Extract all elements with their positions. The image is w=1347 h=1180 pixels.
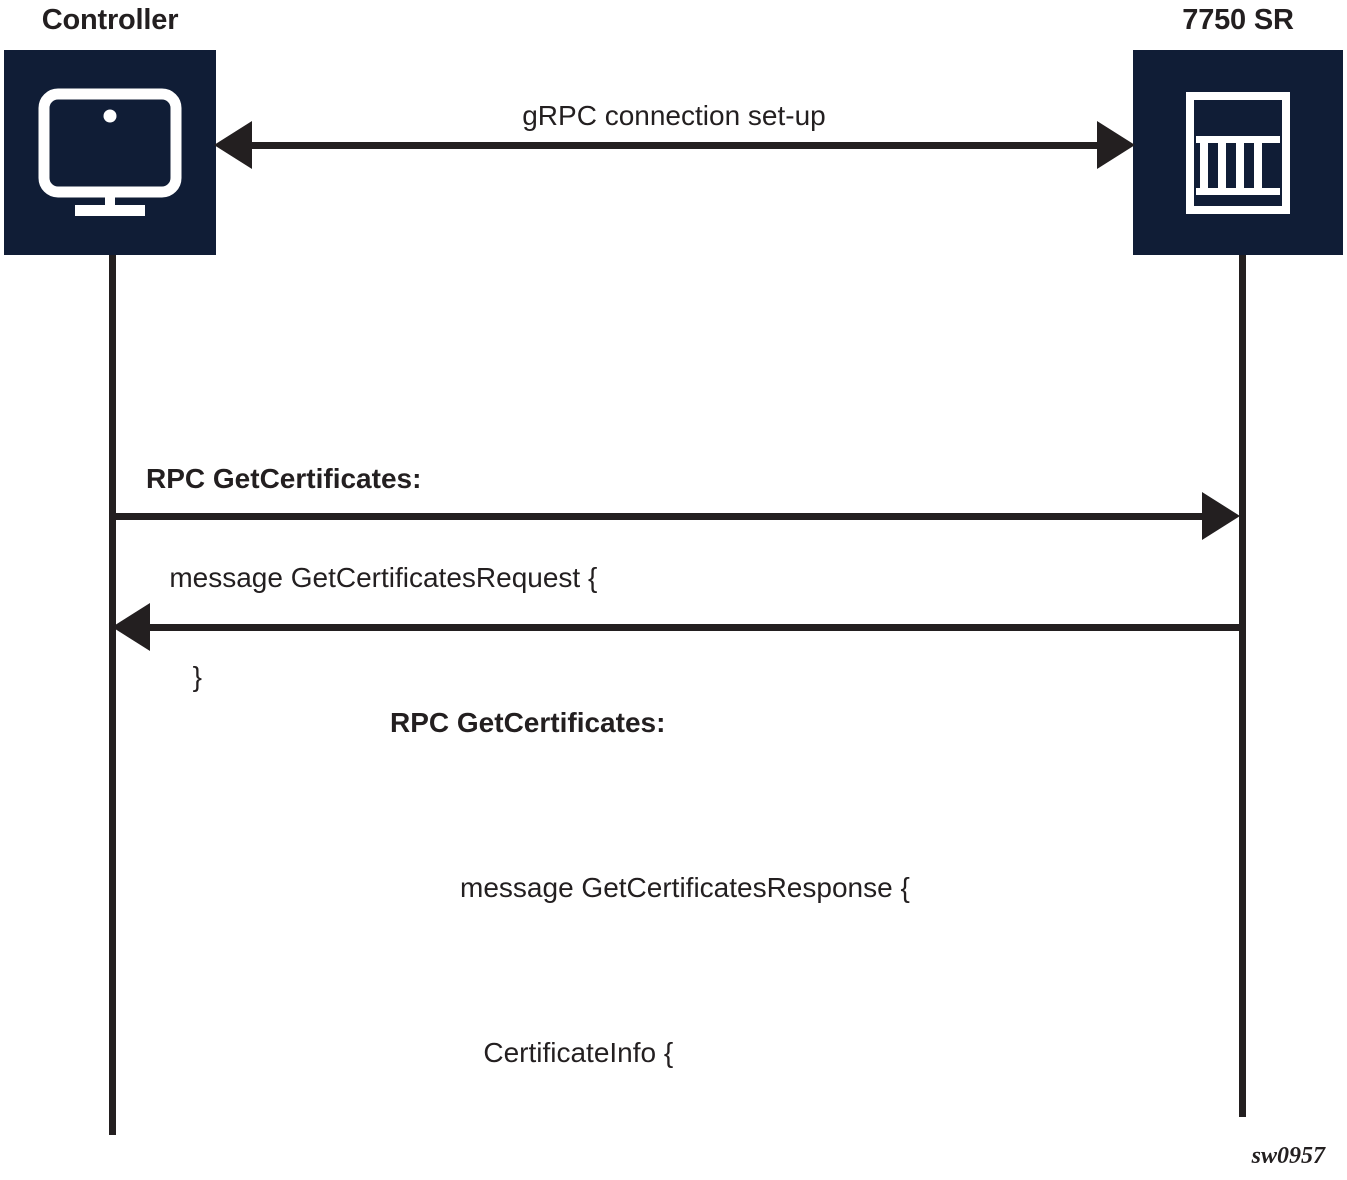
- response-line-text: CertificateInfo {: [436, 1037, 674, 1068]
- grpc-setup-label: gRPC connection set-up: [522, 100, 826, 131]
- response-line: CertificateInfo {: [390, 1003, 1196, 1102]
- controller-label: Controller: [41, 4, 179, 36]
- request-line: }: [146, 661, 203, 692]
- get-certificates-request-block: RPC GetCertificates: message GetCertific…: [146, 396, 597, 759]
- grpc-arrow-right-icon: [1097, 121, 1135, 169]
- response-line: certificate_id;: [390, 1168, 1196, 1180]
- router-label: 7750 SR: [1182, 4, 1294, 36]
- grpc-setup-line: [248, 142, 1100, 149]
- router-icon: [1186, 91, 1290, 214]
- get-certificates-request-line: [112, 513, 1205, 520]
- request-header: RPC GetCertificates:: [146, 463, 422, 494]
- router-node: [1133, 50, 1343, 255]
- controller-node: [4, 50, 216, 255]
- monitor-icon: [38, 88, 182, 216]
- grpc-arrow-left-icon: [214, 121, 252, 169]
- controller-lifeline: [109, 255, 116, 1135]
- response-line: message GetCertificatesResponse {: [390, 838, 1196, 937]
- response-line-text: message GetCertificatesResponse {: [436, 872, 910, 903]
- request-arrow-right-icon: [1202, 492, 1240, 540]
- response-header: RPC GetCertificates:: [390, 707, 666, 738]
- request-line: message GetCertificatesRequest {: [146, 562, 598, 593]
- get-certificates-response-line: [146, 624, 1242, 631]
- response-arrow-left-icon: [112, 603, 150, 651]
- get-certificates-response-block: RPC GetCertificates: message GetCertific…: [390, 640, 1196, 1180]
- figure-id: sw0957: [1251, 1143, 1325, 1169]
- router-lifeline: [1239, 255, 1246, 1117]
